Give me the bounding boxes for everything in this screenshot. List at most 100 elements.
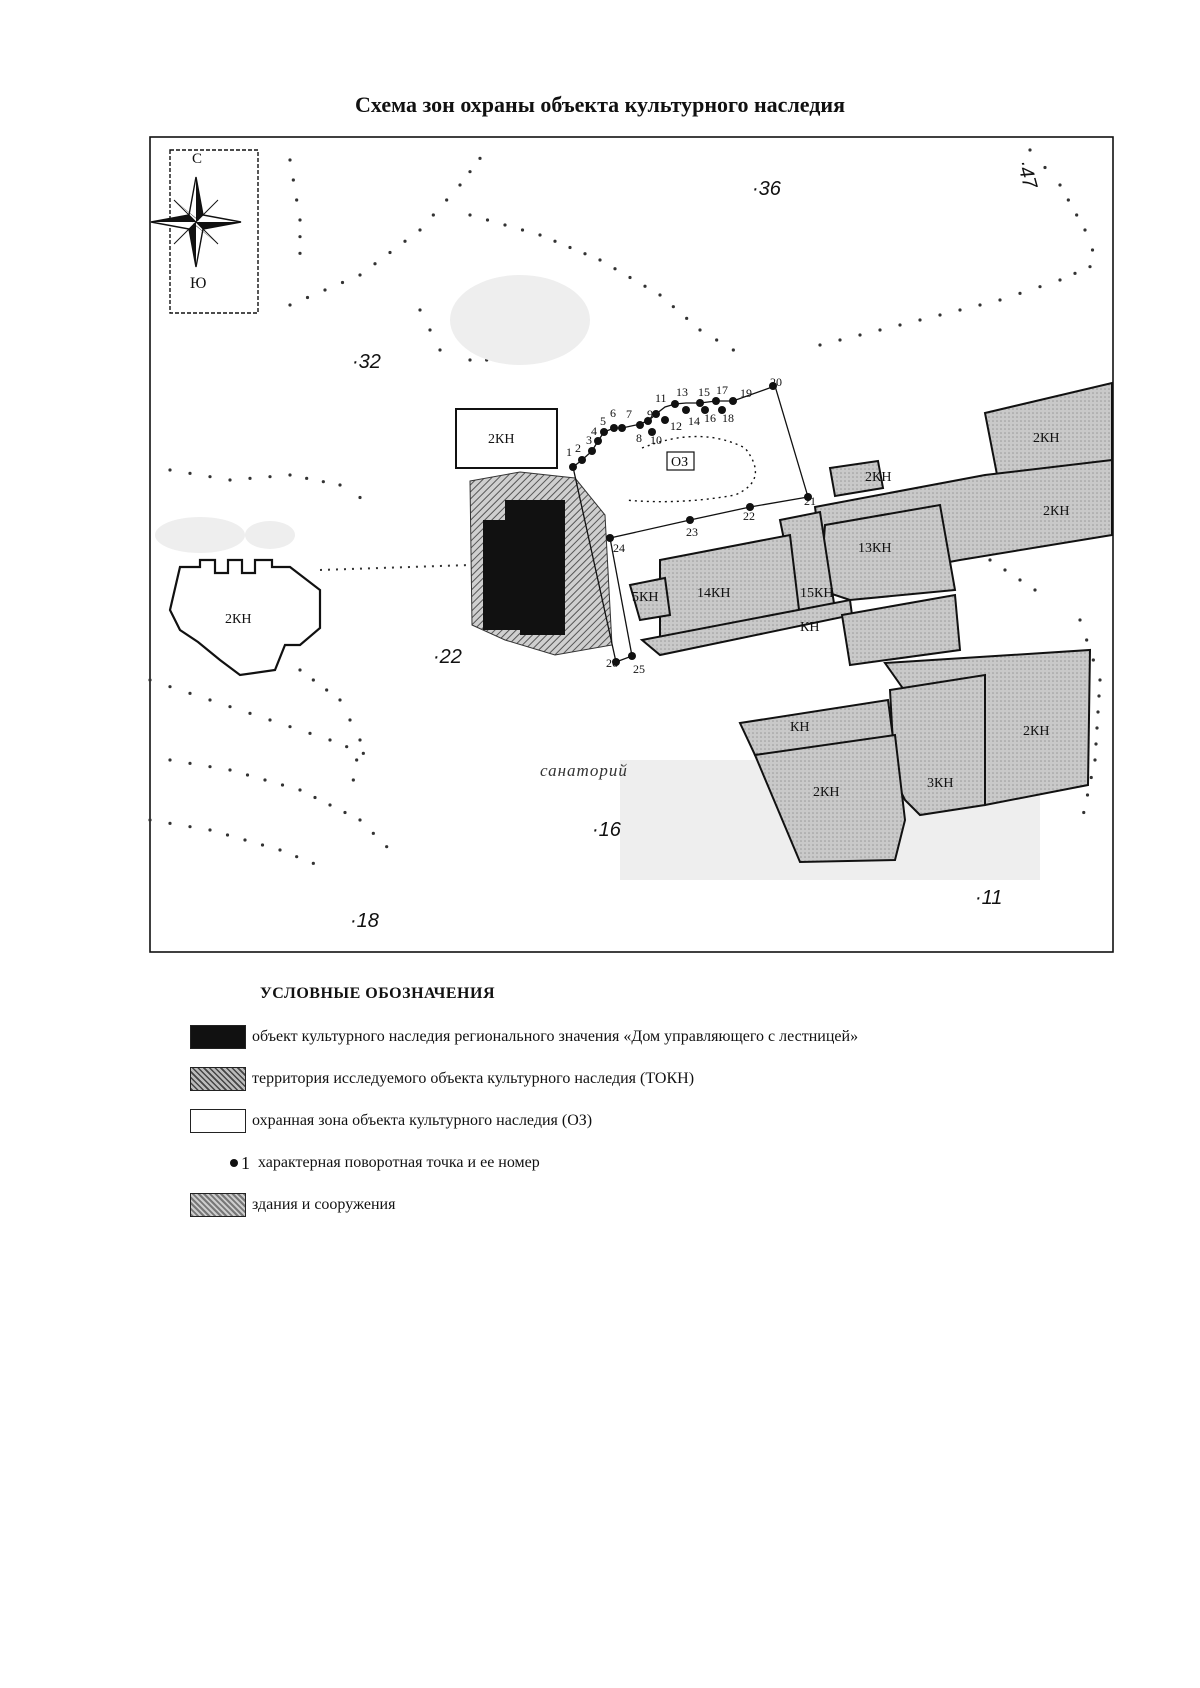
building-label: 13КН xyxy=(858,541,891,556)
vegetation-dot xyxy=(208,698,212,702)
building-label: 15КН xyxy=(800,586,833,601)
buildings-right xyxy=(628,381,1113,864)
vegetation-dot xyxy=(338,698,342,702)
vegetation-dot xyxy=(188,761,192,765)
legend-swatch-hatch xyxy=(190,1067,246,1091)
vegetation-dot xyxy=(245,773,250,777)
vegetation-dot xyxy=(268,718,272,722)
vegetation-dot xyxy=(351,778,355,782)
vegetation-dot xyxy=(1066,198,1070,202)
turning-point-marker xyxy=(686,516,694,524)
turning-point-marker xyxy=(671,400,679,408)
vegetation-dot xyxy=(1097,694,1101,698)
turning-point-number: 24 xyxy=(613,541,625,555)
vegetation-dot xyxy=(583,252,587,256)
turning-point-number: 22 xyxy=(743,509,755,523)
legend-swatch-black xyxy=(190,1025,246,1049)
vegetation-dot xyxy=(328,738,332,742)
building-label: 2КН xyxy=(865,470,891,485)
vegetation-dot xyxy=(298,251,302,255)
vegetation-dot xyxy=(208,475,212,479)
building-label: 3КН xyxy=(927,776,953,791)
vegetation-dot xyxy=(168,758,172,762)
vegetation-dot xyxy=(1028,148,1032,152)
plot-number-label: ·11 xyxy=(975,887,1002,909)
turning-point-number: 12 xyxy=(670,419,682,433)
vegetation-dot xyxy=(248,476,252,480)
turning-point-number: 17 xyxy=(716,383,728,397)
building-label: 14КН xyxy=(697,586,730,601)
vegetation-dot xyxy=(1003,568,1007,572)
vegetation-dot xyxy=(371,831,375,835)
vegetation-dot xyxy=(918,318,922,322)
vegetation-dot xyxy=(288,725,292,729)
vegetation-dot xyxy=(188,471,192,475)
vegetation-dot xyxy=(431,213,435,217)
legend-item-buildings: здания и сооружения xyxy=(190,1191,1090,1219)
turning-point-marker xyxy=(661,416,669,424)
vegetation-dot xyxy=(288,158,292,162)
vegetation-dot xyxy=(358,273,362,277)
vegetation-dot xyxy=(168,468,172,472)
vegetation-dot xyxy=(898,323,902,327)
vegetation-dot xyxy=(358,738,362,742)
vegetation-dot xyxy=(613,267,617,271)
vegetation-dot xyxy=(373,262,377,266)
vegetation-dot xyxy=(208,828,212,832)
vegetation-dot xyxy=(1058,183,1062,187)
vegetation-dot xyxy=(148,678,152,682)
vegetation-dot xyxy=(355,758,359,762)
vegetation-dot xyxy=(168,821,172,825)
vegetation-dot xyxy=(313,795,317,800)
vegetation-dot xyxy=(305,476,309,480)
turning-point-marker xyxy=(712,397,720,405)
vegetation-dot xyxy=(468,170,472,174)
building-label: 5КН xyxy=(632,590,658,605)
vegetation-dot xyxy=(1018,578,1022,582)
turning-point-marker xyxy=(618,424,626,432)
vegetation-dot xyxy=(445,198,449,202)
turning-point-marker xyxy=(569,463,577,471)
vegetation-dot xyxy=(1089,775,1093,780)
vegetation-dot xyxy=(361,751,365,755)
turning-point-marker xyxy=(769,382,777,390)
vegetation-dot xyxy=(298,235,302,239)
vegetation-dot xyxy=(418,308,422,312)
vegetation-dot xyxy=(503,223,507,227)
vegetation-dot xyxy=(698,328,702,332)
turning-point-number: 14 xyxy=(688,414,700,428)
vegetation-dot xyxy=(321,480,325,484)
turning-point-marker xyxy=(682,406,690,414)
vegetation-dot xyxy=(418,228,422,232)
vegetation-dot xyxy=(1093,758,1097,762)
vegetation-dot xyxy=(388,250,392,255)
plot-number-label: ·16 xyxy=(592,819,622,841)
vegetation-dot xyxy=(268,475,272,479)
legend: УСЛОВНЫЕ ОБОЗНАЧЕНИЯ объект культурного … xyxy=(190,985,1090,1233)
turning-point-number: 13 xyxy=(676,385,688,399)
vegetation-dot xyxy=(385,845,389,849)
turning-point-number: 9 xyxy=(647,407,653,421)
vegetation-dot xyxy=(188,691,192,695)
legend-item-heritage-object: объект культурного наследия региональног… xyxy=(190,1023,1090,1051)
legend-swatch-empty xyxy=(190,1109,246,1133)
vegetation-dot xyxy=(1098,678,1102,682)
turning-point-marker xyxy=(746,503,754,511)
vegetation-dot xyxy=(1094,742,1098,746)
vegetation-dot xyxy=(818,343,822,347)
vegetation-dot xyxy=(538,233,542,237)
vegetation-dot xyxy=(938,313,942,317)
vegetation-dot xyxy=(225,833,230,837)
vegetation-dot xyxy=(1082,810,1086,815)
building-label: 2КН xyxy=(225,612,251,627)
legend-label: здания и сооружения xyxy=(252,1196,396,1213)
turning-point-number: 2 xyxy=(575,441,581,455)
vegetation-dot xyxy=(338,483,342,487)
turning-point-number: 7 xyxy=(626,407,632,421)
vegetation-dot xyxy=(553,239,557,243)
turning-point-number: 8 xyxy=(636,431,642,445)
vegetation-dot xyxy=(568,245,572,250)
vegetation-dot xyxy=(998,298,1002,302)
vegetation-dot xyxy=(343,810,347,815)
